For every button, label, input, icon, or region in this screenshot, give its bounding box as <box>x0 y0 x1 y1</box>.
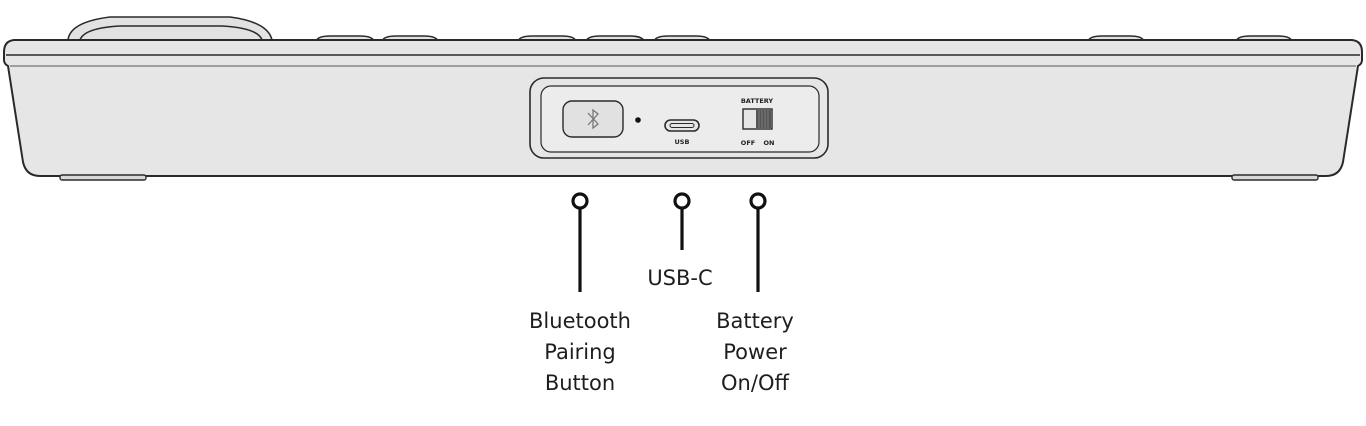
battery-switch-title: BATTERY <box>741 97 774 105</box>
callout-label-battery: Battery Power On/Off <box>716 309 794 395</box>
usb-c-port-inner <box>669 123 695 128</box>
bluetooth-icon <box>587 108 599 130</box>
callout-marker-bluetooth <box>571 192 589 210</box>
callout-marker-battery <box>749 192 767 210</box>
top-keys <box>67 16 1294 42</box>
callout-label-usb: USB-C <box>647 266 713 290</box>
jog-wheel-ring <box>79 25 263 41</box>
jog-wheel <box>67 16 273 41</box>
battery-on-label: ON <box>764 139 775 147</box>
foot-right <box>1231 174 1319 181</box>
callout-label-bluetooth: Bluetooth Pairing Button <box>529 309 631 395</box>
usb-c-port[interactable] <box>664 119 700 132</box>
callout-marker-usb <box>673 192 691 210</box>
keyboard-rear-view: USB BATTERY OFF ON <box>3 16 1363 181</box>
foot-left <box>59 174 147 181</box>
battery-switch-slider <box>756 110 771 128</box>
usb-port-label: USB <box>675 138 690 146</box>
battery-off-label: OFF <box>741 139 755 147</box>
pairing-led <box>635 117 641 123</box>
